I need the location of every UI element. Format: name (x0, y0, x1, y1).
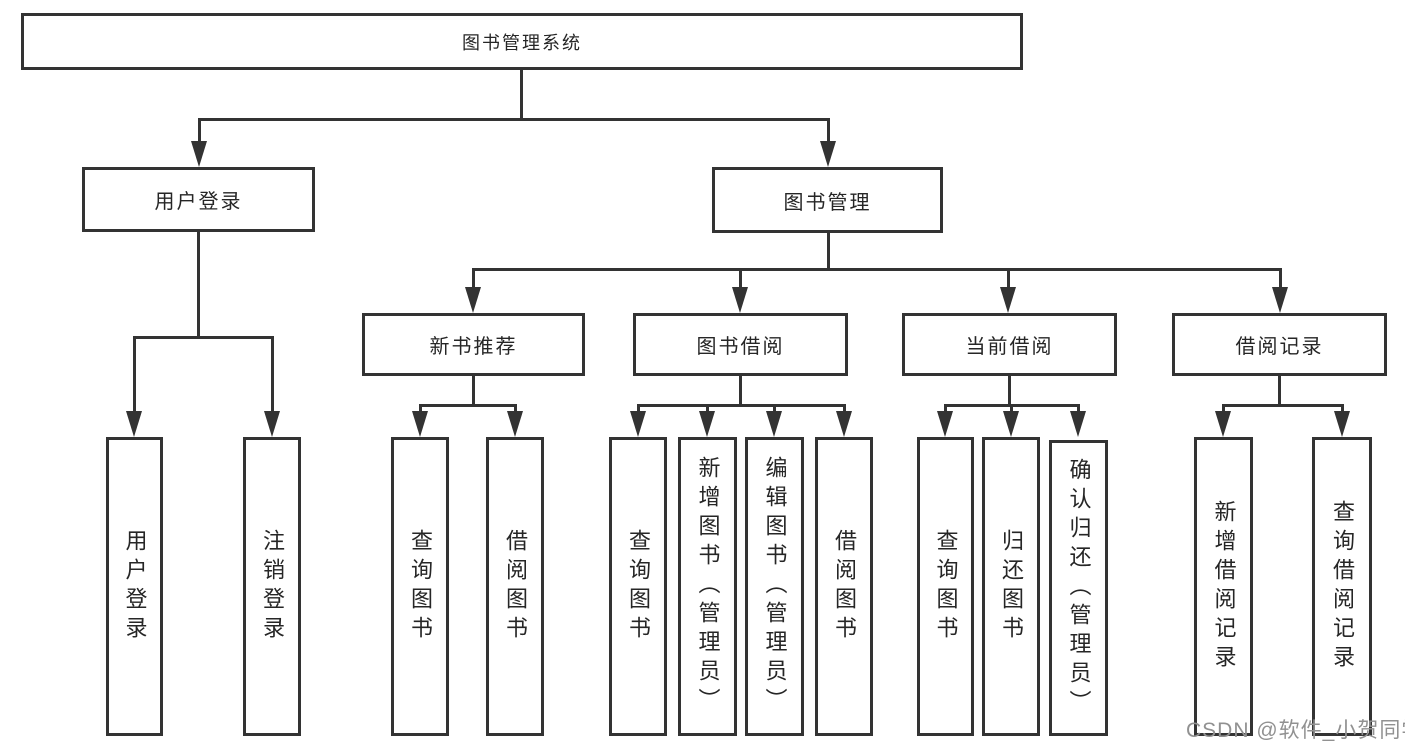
connector-stub-d2 (1341, 404, 1344, 417)
connector-level3-span (472, 268, 1282, 271)
connector-user-login-drop (197, 232, 200, 337)
node-add-books-admin: 新增图书（管理员） (678, 437, 737, 736)
connector-stub-d1 (1222, 404, 1225, 417)
arrowhead-d2 (1334, 411, 1350, 437)
csdn-watermark: CSDN @软件_小贺同学 (1186, 719, 1405, 742)
arrowhead-b3 (766, 411, 782, 437)
arrowhead-current-borrow (1000, 287, 1016, 313)
node-query-books-rec: 查询图书 (391, 437, 449, 736)
connector-new-book-rec-span (419, 404, 517, 407)
connector-stub-user-login (198, 118, 201, 144)
connector-stub-new-book-rec (472, 268, 475, 290)
connector-stub-b3 (773, 404, 776, 417)
connector-stub-b1 (637, 404, 640, 417)
connector-new-book-rec-drop (472, 375, 475, 406)
arrowhead-c2 (1003, 411, 1019, 437)
connector-stub-current-borrow (1007, 268, 1010, 290)
node-query-books-borrow: 查询图书 (609, 437, 667, 736)
node-book-borrow: 图书借阅 (633, 313, 848, 376)
arrowhead-a2 (507, 411, 523, 437)
arrowhead-c3 (1070, 411, 1086, 437)
connector-stub-b4 (843, 404, 846, 417)
arrowhead-a1 (412, 411, 428, 437)
node-user-login-module: 用户登录 (82, 167, 315, 232)
connector-user-login-span (133, 336, 274, 339)
connector-stub-c3 (1077, 404, 1080, 417)
node-current-borrow: 当前借阅 (902, 313, 1117, 376)
arrowhead-borrow-records (1272, 287, 1288, 313)
node-edit-books-admin: 编辑图书（管理员） (745, 437, 804, 736)
node-root: 图书管理系统 (21, 13, 1023, 70)
node-add-borrow-record: 新增借阅记录 (1194, 437, 1253, 736)
arrowhead-user-login (191, 141, 207, 167)
connector-level2-span (198, 118, 830, 121)
connector-stub-login-leaf (133, 336, 136, 416)
connector-stub-b2 (706, 404, 709, 417)
node-logout-leaf: 注销登录 (243, 437, 301, 736)
connector-stub-book-mgmt (827, 118, 830, 144)
node-query-borrow-record: 查询借阅记录 (1312, 437, 1372, 736)
arrowhead-d1 (1215, 411, 1231, 437)
node-return-books: 归还图书 (982, 437, 1040, 736)
connector-borrow-records-drop (1278, 375, 1281, 406)
connector-stub-a1 (419, 404, 422, 417)
arrowhead-login-leaf (126, 411, 142, 437)
connector-book-borrow-drop (739, 375, 742, 406)
connector-current-borrow-drop (1008, 375, 1011, 406)
arrowhead-book-mgmt (820, 141, 836, 167)
connector-stub-borrow-records (1279, 268, 1282, 290)
connector-book-mgmt-drop (827, 232, 830, 269)
connector-stub-book-borrow (739, 268, 742, 290)
connector-root-drop (520, 70, 523, 118)
arrowhead-book-borrow (732, 287, 748, 313)
arrowhead-b1 (630, 411, 646, 437)
connector-stub-c2 (1010, 404, 1013, 417)
node-confirm-return-admin: 确认归还（管理员） (1049, 440, 1108, 736)
node-book-mgmt-module: 图书管理 (712, 167, 943, 233)
node-new-book-rec: 新书推荐 (362, 313, 585, 376)
connector-stub-logout-leaf (271, 336, 274, 416)
node-query-books-current: 查询图书 (917, 437, 974, 736)
connector-stub-a2 (514, 404, 517, 417)
arrowhead-c1 (937, 411, 953, 437)
node-borrow-records: 借阅记录 (1172, 313, 1387, 376)
arrowhead-b4 (836, 411, 852, 437)
arrowhead-new-book-rec (465, 287, 481, 313)
node-borrow-books-rec: 借阅图书 (486, 437, 544, 736)
connector-book-borrow-span (637, 404, 846, 407)
node-user-login-leaf: 用户登录 (106, 437, 163, 736)
arrowhead-b2 (699, 411, 715, 437)
arrowhead-logout-leaf (264, 411, 280, 437)
connector-stub-c1 (944, 404, 947, 417)
node-borrow-books-leaf: 借阅图书 (815, 437, 873, 736)
connector-borrow-records-span (1222, 404, 1344, 407)
